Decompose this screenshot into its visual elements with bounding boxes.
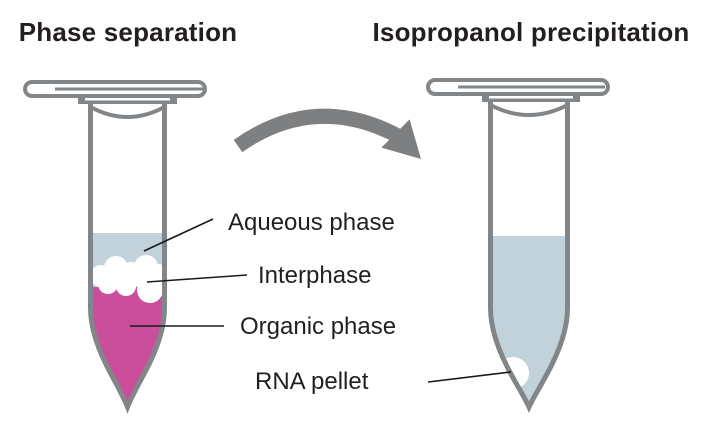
left-tube-rim-arc [89,105,166,119]
curved-arrow-icon [233,108,421,159]
left-title: Phase separation [19,17,238,47]
right-tube-outline [488,99,570,414]
left-tube-outline [88,101,167,414]
right-tube-contents [490,236,568,407]
organic-phase-label: Organic phase [240,313,396,340]
left-tube-collar-stripe [85,97,170,101]
right-tube [426,78,610,414]
rna-pellet-leader-line [427,371,512,383]
left-tube [23,80,207,414]
arrow-head [381,119,421,159]
right-tube-collar-stripe [489,95,573,99]
rna-pellet-label: RNA pellet [255,368,369,395]
right-title: Isopropanol precipitation [372,17,689,47]
interphase-label: Interphase [258,262,371,289]
aqueous-leader-line [143,218,214,252]
left-tube-contents [90,233,165,407]
right-tube-rim-arc [489,103,569,117]
isopropanol-liquid-fill [490,236,568,407]
arrow-shaft [233,108,402,153]
interphase-leader-line [146,274,248,283]
aqueous-phase-label: Aqueous phase [228,209,395,236]
